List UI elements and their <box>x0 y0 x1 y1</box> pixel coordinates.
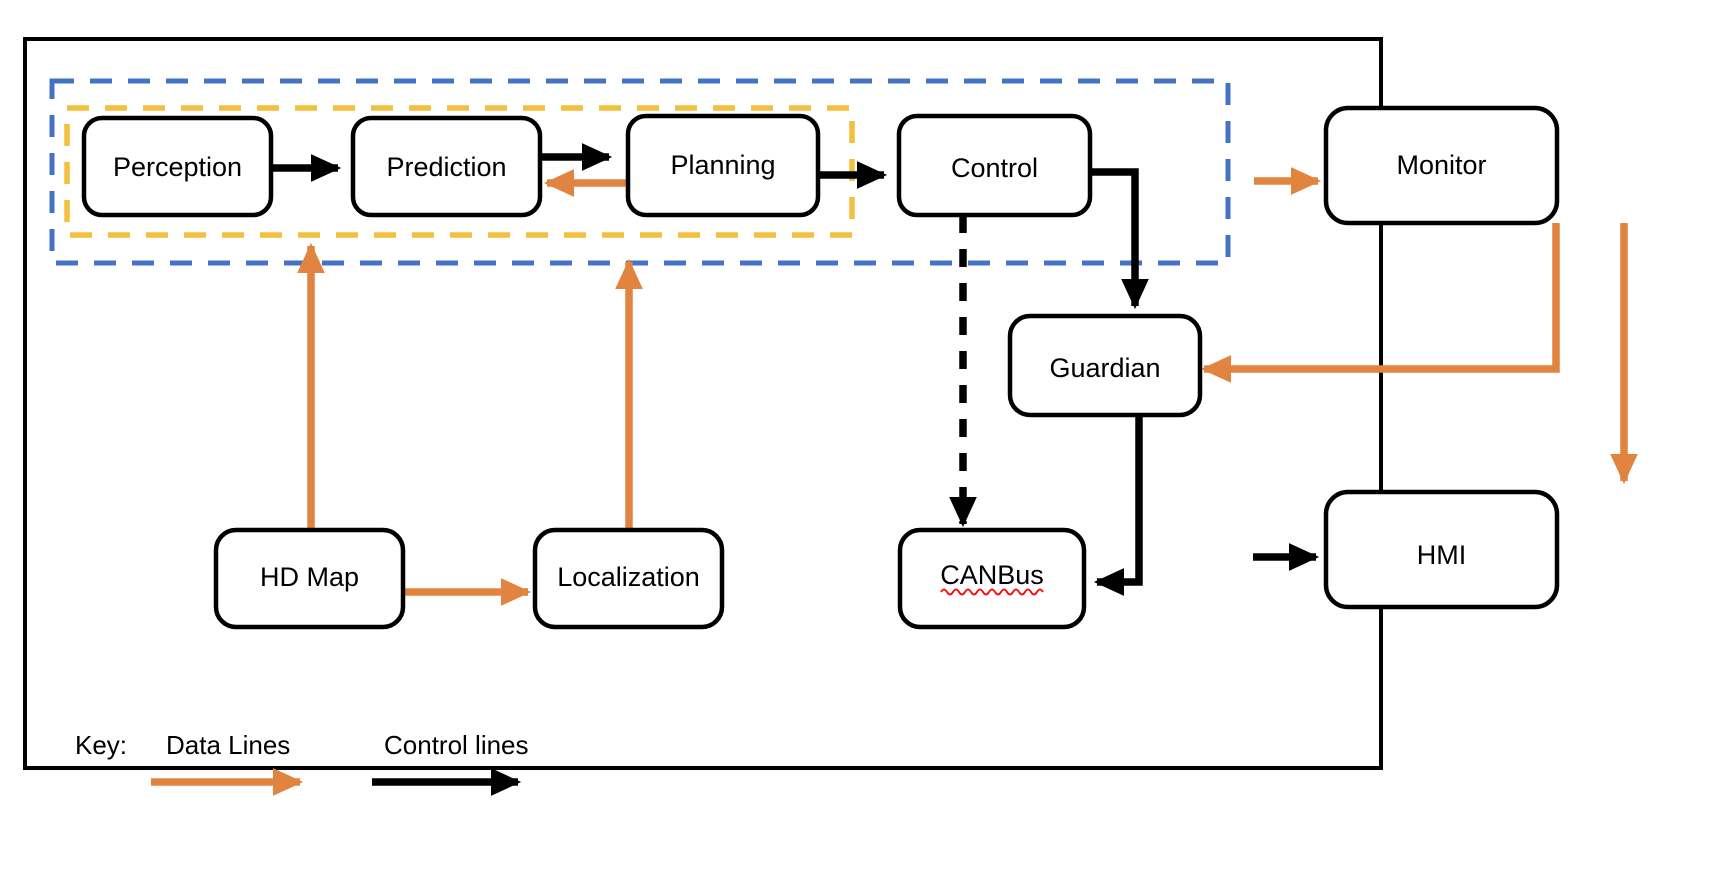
legend-title: Key: <box>75 730 127 760</box>
node-hdmap-label: HD Map <box>260 562 359 592</box>
system-boundary-frame <box>23 37 1383 770</box>
node-prediction[interactable]: Prediction <box>350 115 543 218</box>
legend: Key: Data Lines Control lines <box>75 730 529 796</box>
node-hmi[interactable]: HMI <box>1323 489 1560 610</box>
node-monitor[interactable]: Monitor <box>1323 105 1560 226</box>
node-prediction-label: Prediction <box>386 152 506 182</box>
legend-control-label: Control lines <box>384 730 529 760</box>
edge-control-to-guardian <box>1090 168 1149 310</box>
node-guardian[interactable]: Guardian <box>1007 313 1203 418</box>
node-planning[interactable]: Planning <box>625 113 821 218</box>
legend-data-label: Data Lines <box>166 730 290 760</box>
node-localization-label: Localization <box>557 562 700 592</box>
edge-monitor-to-guardian <box>1200 223 1560 383</box>
node-control[interactable]: Control <box>896 113 1093 218</box>
node-guardian-label: Guardian <box>1049 353 1160 383</box>
node-control-label: Control <box>951 153 1038 183</box>
node-hdmap[interactable]: HD Map <box>213 527 406 630</box>
node-monitor-label: Monitor <box>1396 150 1486 180</box>
node-hmi-label: HMI <box>1417 540 1467 570</box>
spellcheck-underline-icon <box>940 588 1044 596</box>
edge-guardian-to-canbus <box>1093 415 1143 596</box>
node-localization[interactable]: Localization <box>532 527 725 630</box>
node-canbus[interactable]: CANBus <box>897 527 1087 630</box>
node-perception-label: Perception <box>113 152 242 182</box>
node-perception[interactable]: Perception <box>81 115 274 218</box>
node-planning-label: Planning <box>670 150 775 180</box>
node-canbus-label: CANBus <box>940 560 1044 590</box>
